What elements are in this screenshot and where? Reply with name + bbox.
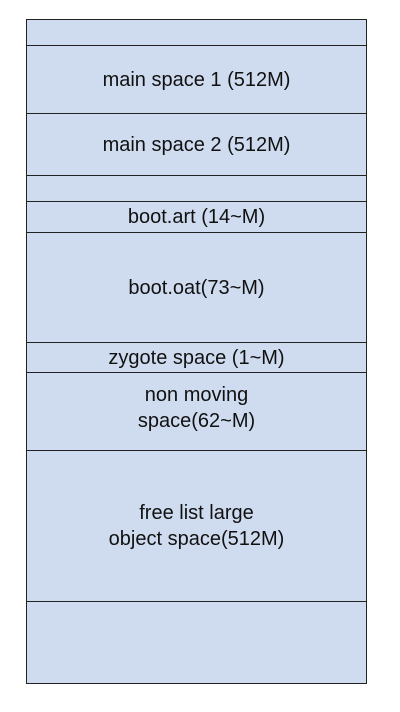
region-label: boot.oat(73~M) — [128, 276, 265, 299]
region-zygote-space: zygote space (1~M) — [27, 343, 366, 373]
region-free-list-large-object-space: free list large object space(512M) — [27, 451, 366, 602]
region-label: main space 2 (512M) — [102, 133, 291, 156]
region-label: boot.art (14~M) — [127, 206, 266, 228]
region-main-space-1: main space 1 (512M) — [27, 46, 366, 114]
region-top-empty — [27, 20, 366, 46]
region-main-space-2: main space 2 (512M) — [27, 114, 366, 176]
region-label: zygote space (1~M) — [108, 346, 285, 369]
region-label: main space 1 (512M) — [102, 68, 291, 91]
region-boot-oat: boot.oat(73~M) — [27, 233, 366, 343]
region-gap-empty — [27, 176, 366, 202]
memory-layout-diagram: main space 1 (512M) main space 2 (512M) … — [26, 19, 367, 684]
region-non-moving-space: non moving space(62~M) — [27, 373, 366, 451]
region-label: non moving space(62~M) — [137, 384, 256, 432]
region-bottom-empty — [27, 602, 366, 683]
region-label: free list large object space(512M) — [108, 502, 285, 550]
region-boot-art: boot.art (14~M) — [27, 202, 366, 233]
